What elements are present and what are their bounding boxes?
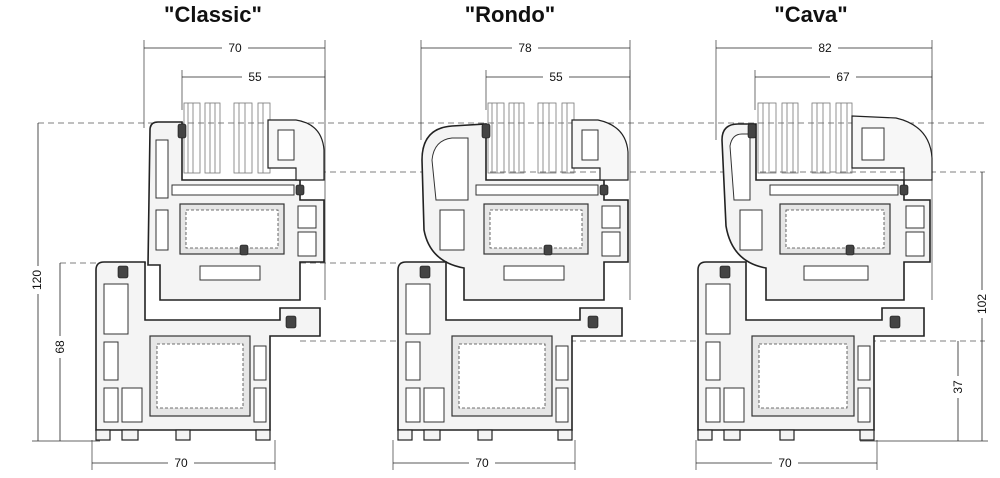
profile-rondo: "Rondo" 78 55 70 (392, 2, 631, 470)
profile-drawing-cava (697, 102, 933, 441)
svg-text:70: 70 (475, 456, 489, 470)
dimension-left-68-classic: 68 (52, 263, 68, 441)
dimension-bottom-classic: 70 (91, 440, 276, 470)
profile-classic: "Classic" 70 55 120 68 (29, 2, 326, 470)
dimension-top-glass-classic: 55 (181, 69, 326, 110)
dimension-right-37-cava: 37 (950, 341, 966, 441)
svg-text:82: 82 (818, 41, 832, 55)
dimension-left-120-classic: 120 (29, 123, 100, 442)
dimension-right-102-cava: 102 (860, 172, 989, 442)
profile-drawing-rondo (397, 102, 629, 441)
svg-text:55: 55 (248, 70, 262, 84)
glass-unit-cava (757, 102, 853, 174)
dimension-bottom-cava: 70 (695, 440, 878, 470)
profile-title-classic: "Classic" (164, 2, 262, 27)
svg-text:70: 70 (228, 41, 242, 55)
svg-text:67: 67 (836, 70, 850, 84)
glass-unit-rondo (487, 102, 575, 174)
svg-text:120: 120 (30, 270, 44, 290)
glass-unit-classic (183, 102, 271, 174)
profile-title-cava: "Cava" (774, 2, 847, 27)
dimension-top-glass-rondo: 55 (485, 69, 631, 110)
svg-text:70: 70 (174, 456, 188, 470)
dimension-top-glass-cava: 67 (754, 69, 933, 110)
svg-text:37: 37 (951, 380, 965, 394)
profile-drawing-classic (95, 102, 325, 441)
svg-text:70: 70 (778, 456, 792, 470)
svg-text:102: 102 (975, 294, 989, 314)
dimension-top-total-cava: 82 (715, 40, 933, 300)
svg-text:78: 78 (518, 41, 532, 55)
svg-text:55: 55 (549, 70, 563, 84)
profile-title-rondo: "Rondo" (465, 2, 556, 27)
svg-text:68: 68 (53, 340, 67, 354)
profile-cava: "Cava" 82 67 102 37 (695, 2, 989, 470)
dimension-bottom-rondo: 70 (392, 440, 576, 470)
